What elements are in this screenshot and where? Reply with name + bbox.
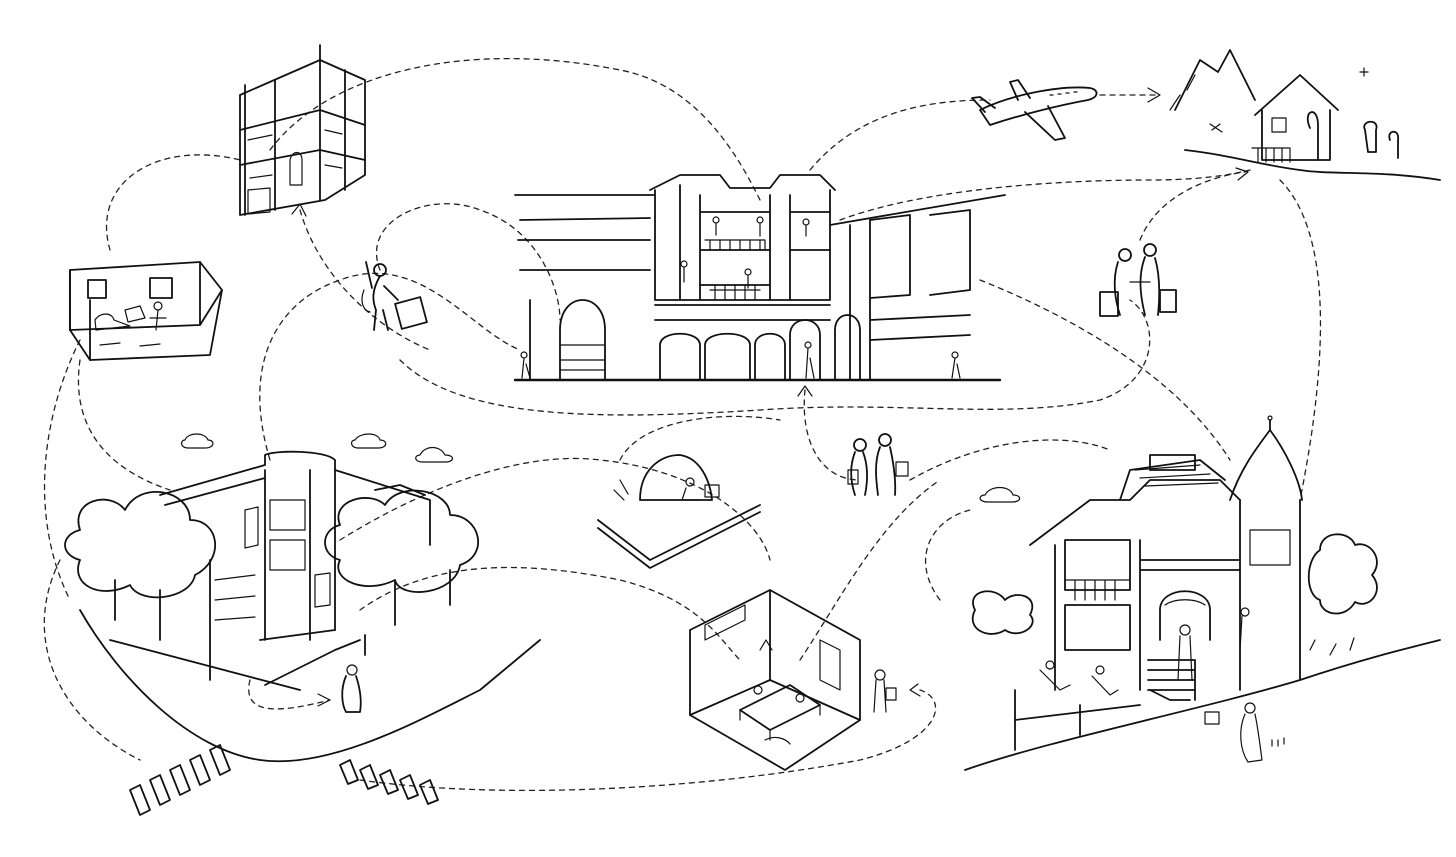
- arrowheads: [291, 87, 1249, 707]
- dashed-path: [799, 479, 941, 661]
- dashed-path: [259, 272, 521, 461]
- dashed-path: [43, 559, 141, 761]
- arrowhead: [1147, 87, 1161, 103]
- mountain-cabin: [1169, 49, 1441, 181]
- dashed-path: [77, 359, 171, 491]
- dashed-path: [619, 415, 781, 461]
- dashed-path: [299, 209, 431, 351]
- victorian-mansion: [964, 415, 1441, 771]
- street-tent: [597, 454, 761, 569]
- arrowhead: [909, 683, 921, 697]
- family-with-luggage: [1099, 243, 1177, 317]
- cloud: [415, 446, 454, 463]
- tall-apartment-frame: [239, 44, 366, 216]
- tree: [64, 491, 217, 641]
- dashed-path: [375, 203, 561, 321]
- cloud: [181, 433, 214, 449]
- cloud: [351, 433, 387, 449]
- crosswalk: [129, 744, 439, 816]
- couple-walking: [847, 433, 909, 496]
- dashed-path: [105, 154, 241, 251]
- airplane: [971, 79, 1098, 141]
- dashed-path: [359, 566, 741, 661]
- tree: [324, 489, 479, 626]
- arrowhead: [1235, 167, 1249, 181]
- dashed-path: [909, 439, 1111, 481]
- corner-apartment-building: [64, 433, 541, 763]
- arrowhead: [317, 693, 331, 707]
- dashed-path: [269, 57, 761, 201]
- office-room-cutaway: [689, 589, 897, 771]
- dashed-path: [43, 339, 81, 601]
- dashed-path: [979, 279, 1231, 461]
- dashed-path: [1139, 171, 1246, 241]
- small-room-with-couple: [69, 261, 223, 361]
- dashed-path: [399, 299, 1151, 416]
- cloud: [979, 486, 1021, 503]
- arrowhead: [797, 385, 813, 397]
- traveler-with-suitcase: [361, 261, 428, 331]
- dashed-path: [924, 509, 971, 601]
- victorian-row-houses: [513, 174, 1006, 382]
- dashed-path: [339, 457, 771, 561]
- dashed-path: [248, 679, 331, 710]
- dashed-path: [803, 389, 861, 481]
- dashed-path: [809, 99, 991, 171]
- dashed-path: [839, 169, 1251, 221]
- dashed-path-network: [43, 57, 1322, 792]
- dashed-path: [359, 689, 937, 792]
- dashed-path: [1279, 179, 1322, 501]
